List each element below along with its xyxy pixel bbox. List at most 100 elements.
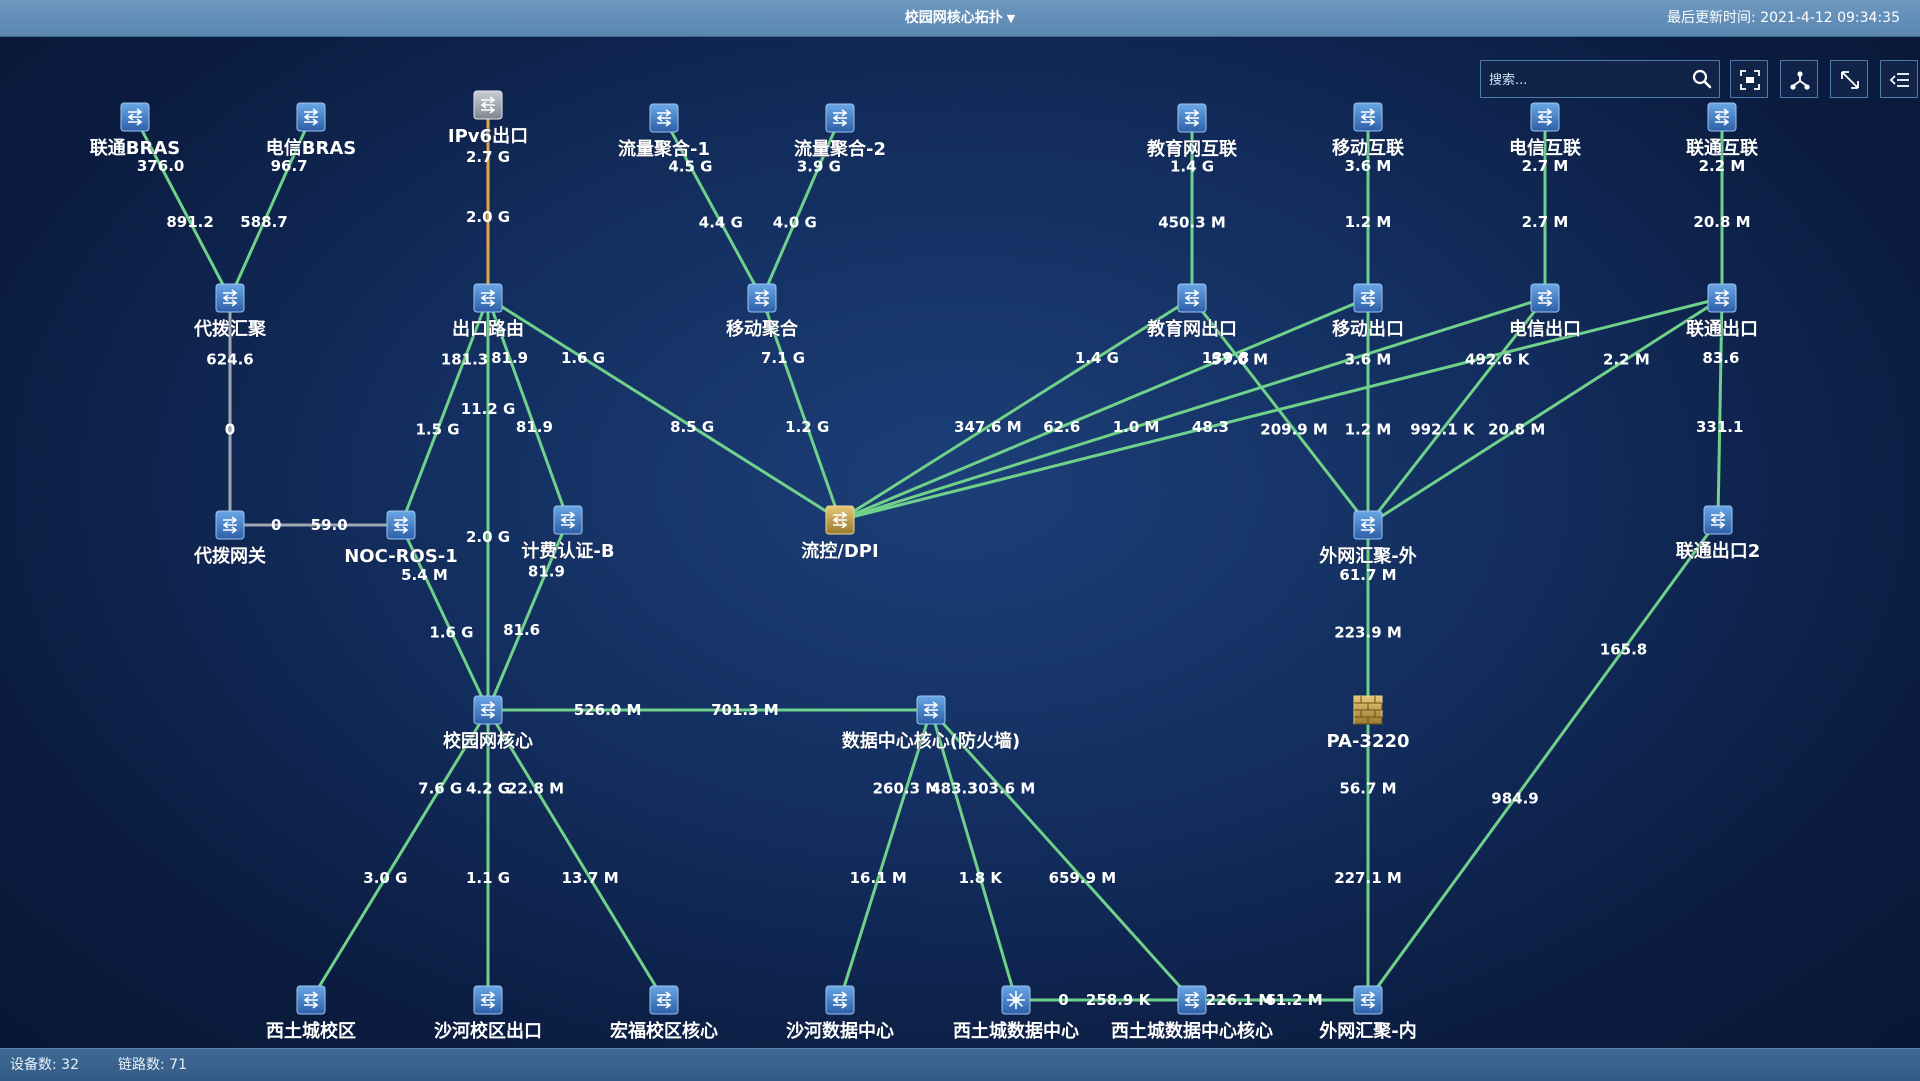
last-update-time: 最后更新时间: 2021-4-12 09:34:35 (1667, 10, 1900, 26)
device-node[interactable]: 流量聚合-2 (794, 103, 886, 160)
links-layer (133, 105, 1724, 1002)
device-node[interactable]: 流控/DPI (801, 505, 879, 562)
topology-title: 校园网核心拓扑 (904, 10, 1003, 26)
link-n16-n22[interactable] (1716, 297, 1724, 521)
link-traffic-label: 659.9 M (1049, 869, 1117, 887)
device-node[interactable]: 电信出口 (1509, 283, 1581, 340)
link-traffic-label: 303.6 M (968, 779, 1036, 797)
device-node[interactable]: 移动聚合 (726, 283, 799, 340)
link-n1-n10[interactable] (133, 116, 232, 299)
fit-view-button[interactable] (1730, 60, 1768, 98)
link-n16-n21[interactable] (1367, 296, 1723, 527)
device-node[interactable]: 教育网出口 (1147, 283, 1237, 340)
device-label: 西土城校区 (266, 1020, 356, 1042)
device-node[interactable]: 教育网互联 (1147, 103, 1237, 160)
link-n14-n20[interactable] (839, 296, 1369, 522)
device-node[interactable]: 计费认证-B (521, 505, 615, 562)
switch-icon (1177, 985, 1207, 1015)
link-n11-n20[interactable] (487, 296, 841, 522)
link-n13-n21[interactable] (1190, 297, 1370, 526)
fullscreen-button[interactable] (1830, 60, 1868, 98)
link-n15-n21[interactable] (1366, 297, 1547, 526)
link-traffic-label: 1.6 G (429, 623, 473, 641)
device-node[interactable]: 外网汇聚-内 (1319, 985, 1417, 1042)
device-node[interactable]: 校园网核心 (443, 695, 533, 752)
device-node[interactable]: 联通出口 (1686, 283, 1758, 340)
link-traffic-label: 2.2 M (1603, 350, 1650, 368)
link-traffic-label: 624.6 (206, 350, 253, 368)
firewall-icon (1353, 695, 1383, 725)
device-node[interactable]: NOC-ROS-1 (344, 510, 458, 567)
link-n23-n28[interactable] (486, 709, 666, 1001)
topology-title-dropdown[interactable]: 校园网核心拓扑▼ (0, 0, 1920, 36)
device-label: 联通出口 (1686, 318, 1758, 340)
switch-icon (473, 695, 503, 725)
link-n4-n12[interactable] (662, 117, 764, 299)
link-n24-n30[interactable] (929, 709, 1018, 1001)
device-node[interactable]: 代拨网关 (193, 510, 266, 567)
link-traffic-label: 81.9 (491, 349, 528, 367)
link-traffic-label: 81.9 (528, 562, 565, 580)
link-traffic-label: 1.4 G (1075, 349, 1119, 367)
search-input[interactable] (1481, 61, 1691, 99)
device-label: 西土城数据中心核心 (1111, 1020, 1273, 1042)
device-node[interactable]: 联通互联 (1686, 102, 1758, 159)
link-traffic-label: 992.1 K (1410, 421, 1476, 439)
link-n22-n32[interactable] (1366, 519, 1720, 1001)
link-n18-n23[interactable] (399, 524, 490, 711)
device-node[interactable]: 移动互联 (1332, 102, 1404, 159)
device-node[interactable]: 出口路由 (452, 283, 524, 340)
link-traffic-label: 1.5 G (415, 421, 459, 439)
link-traffic-label: 1.2 G (785, 418, 829, 436)
device-node[interactable]: PA-3220 (1326, 695, 1410, 752)
switch-icon (1353, 283, 1383, 313)
link-n11-n18[interactable] (399, 297, 490, 526)
link-traffic-label: 13.7 M (561, 869, 618, 887)
link-n24-n31[interactable] (929, 708, 1194, 1002)
search-icon[interactable] (1691, 68, 1713, 90)
link-n2-n10[interactable] (228, 116, 313, 299)
device-node[interactable]: 代拨汇聚 (193, 283, 267, 340)
device-node[interactable]: 联通出口2 (1675, 505, 1761, 562)
device-node[interactable]: 电信BRAS (265, 102, 357, 159)
layout-button[interactable] (1780, 60, 1818, 98)
device-node[interactable]: 联通BRAS (89, 102, 181, 159)
switch-icon (747, 283, 777, 313)
link-n13-n20[interactable] (839, 296, 1193, 522)
device-node[interactable]: 西土城数据中心 (953, 985, 1079, 1042)
device-node[interactable]: 西土城校区 (266, 985, 356, 1042)
link-n5-n12[interactable] (760, 117, 842, 299)
link-traffic-label: 7.6 G (418, 779, 462, 797)
link-n12-n20[interactable] (760, 297, 842, 521)
link-n15-n20[interactable] (839, 296, 1546, 522)
device-node[interactable]: 数据中心核心(防火墙) (841, 695, 1021, 752)
toggle-panel-button[interactable] (1880, 60, 1918, 98)
link-n16-n20[interactable] (839, 296, 1723, 522)
link-traffic-label: 701.3 M (711, 701, 779, 719)
device-node[interactable]: 电信互联 (1509, 102, 1581, 159)
link-traffic-label: 2.0 G (466, 208, 510, 226)
switch-icon (553, 505, 583, 535)
link-traffic-label: 165.8 (1600, 641, 1647, 659)
device-node[interactable]: 沙河数据中心 (786, 985, 894, 1042)
device-node[interactable]: IPv6出口 (448, 90, 528, 147)
switch-icon (120, 102, 150, 132)
device-node[interactable]: 移动出口 (1332, 283, 1404, 340)
link-n23-n26[interactable] (309, 709, 490, 1001)
switch-icon (1707, 283, 1737, 313)
device-node[interactable]: 西土城数据中心核心 (1111, 985, 1273, 1042)
link-n24-n29[interactable] (838, 709, 933, 1001)
link-n19-n23[interactable] (486, 519, 570, 711)
device-node[interactable]: 外网汇聚-外 (1319, 510, 1417, 567)
device-node[interactable]: 沙河校区出口 (434, 985, 542, 1042)
device-node[interactable]: 宏福校区核心 (610, 985, 718, 1042)
link-n11-n19[interactable] (486, 297, 570, 521)
link-traffic-label: 56.7 M (1339, 779, 1396, 797)
device-label: 宏福校区核心 (610, 1020, 718, 1042)
device-label: 沙河数据中心 (786, 1020, 894, 1042)
device-node[interactable]: 流量聚合-1 (618, 103, 710, 160)
switch-icon (1530, 102, 1560, 132)
topology-layout-icon (1790, 71, 1810, 90)
link-traffic-label: 16.1 M (850, 869, 907, 887)
